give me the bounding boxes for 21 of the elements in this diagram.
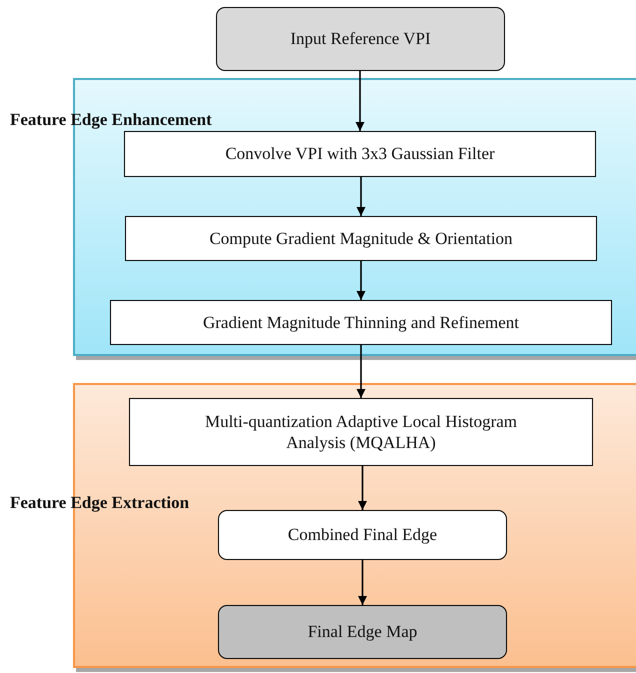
arrow bbox=[356, 345, 366, 398]
step-text: Input Reference VPI bbox=[290, 28, 431, 50]
step-text: Gradient Magnitude Thinning and Refinement bbox=[202, 312, 519, 334]
arrow bbox=[356, 261, 366, 300]
process-box bbox=[129, 398, 593, 466]
arrow bbox=[358, 560, 367, 605]
step-text: Combined Final Edge bbox=[288, 524, 438, 546]
arrow bbox=[356, 177, 366, 216]
step-text: Multi-quantization Adaptive Local Histogram Analysis (MQALHA) bbox=[204, 410, 518, 454]
arrow bbox=[356, 71, 364, 131]
step-text: Compute Gradient Magnitude & Orientation bbox=[209, 228, 513, 250]
arrow bbox=[358, 466, 367, 510]
process-box bbox=[125, 216, 597, 261]
process-box bbox=[218, 510, 507, 560]
start-box bbox=[216, 7, 505, 71]
step-text: Convolve VPI with 3x3 Gaussian Filter bbox=[225, 143, 495, 165]
end-box bbox=[218, 605, 507, 659]
step-text: Final Edge Map bbox=[308, 621, 418, 643]
process-box bbox=[124, 131, 596, 177]
process-box bbox=[110, 300, 612, 345]
section-heading: Feature Edge Extraction bbox=[10, 493, 190, 513]
